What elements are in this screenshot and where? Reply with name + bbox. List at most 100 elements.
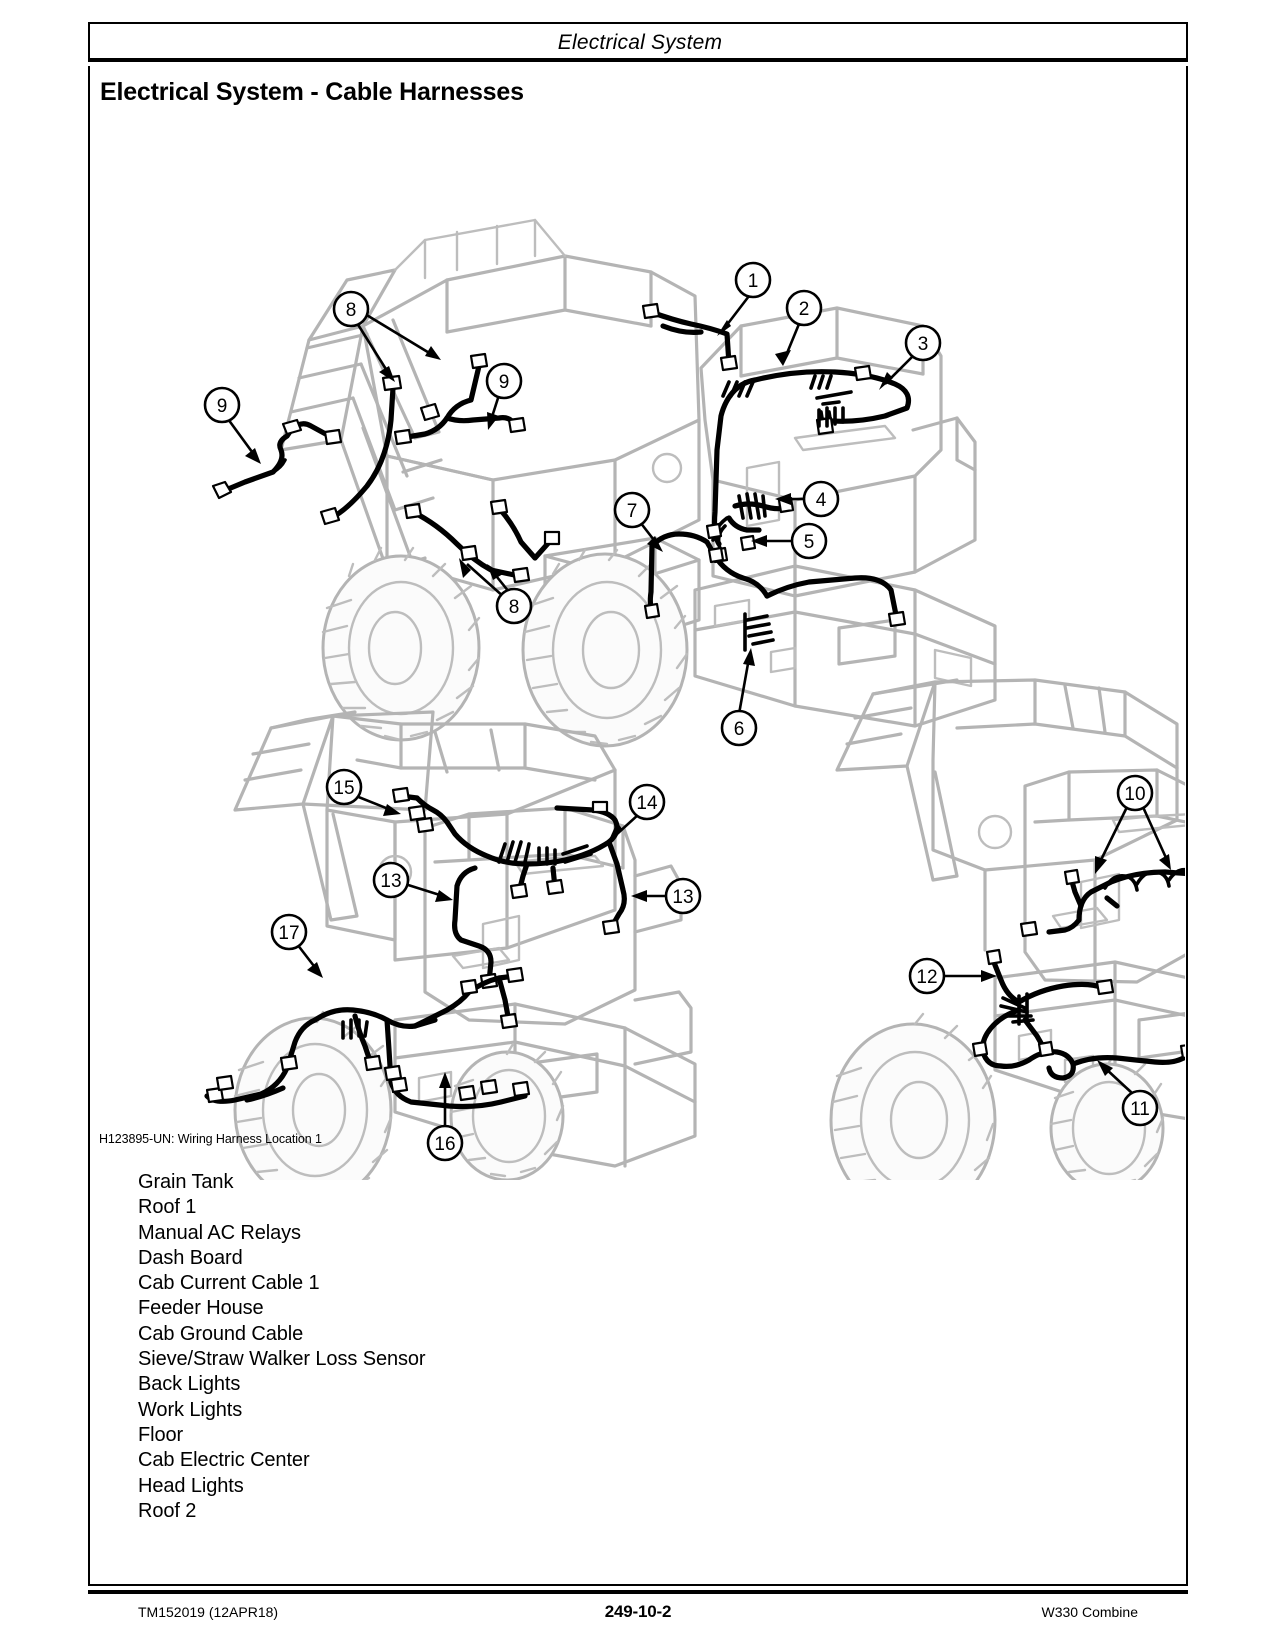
harness-14-15-roof2 [391, 786, 627, 936]
callout-number: 8 [346, 300, 357, 321]
combine-illustration-bottom-left [204, 710, 697, 1180]
harness-9-left [211, 418, 343, 500]
callout-number: 11 [1130, 1099, 1150, 1120]
drive-tire-center [521, 548, 689, 748]
br-tire-left [829, 1012, 997, 1180]
page-footer: TM152019 (12APR18) 249-10-2 W330 Combine [88, 1600, 1188, 1630]
harness-8-lower [403, 502, 531, 584]
callout-number: 14 [636, 793, 658, 814]
callout-bubble-16: 16 [426, 1124, 464, 1162]
callout-bubble-12: 12 [908, 957, 946, 995]
callout-circle [613, 491, 651, 529]
figure-caption: H123895-UN: Wiring Harness Location 1 [99, 1132, 322, 1146]
callout-bubble-17: 17 [270, 913, 308, 951]
harness-17-floor [204, 1007, 531, 1110]
legend-item: Cab Current Cable 1 [138, 1272, 320, 1295]
callout-circle [790, 522, 828, 560]
footer-divider-rule [88, 1590, 1188, 1594]
callout-number: 4 [816, 490, 827, 511]
footer-page-number: 249-10-2 [604, 1602, 672, 1621]
harness-8-ladder [319, 374, 403, 526]
callout-number: 1 [748, 271, 759, 292]
harness-4-5-relays [705, 492, 795, 564]
legend-item: Cab Ground Cable [138, 1322, 304, 1345]
callout-number: 2 [799, 299, 810, 320]
callout-number: 9 [499, 372, 510, 393]
harness-1-grain-tank [641, 302, 739, 372]
legend-item: Manual AC Relays [138, 1221, 301, 1244]
callout-bubble-6: 6 [720, 709, 758, 747]
callout-circle [664, 877, 702, 915]
harness-17-branches [412, 966, 525, 1030]
legend-item: Dash Board [138, 1246, 243, 1269]
callout-number: 6 [734, 719, 745, 740]
footer-model-name: W330 Combine [1041, 1604, 1139, 1620]
legend-item: Work Lights [138, 1398, 243, 1421]
callout-circle [495, 587, 533, 625]
harness-13-cab-electric [452, 865, 499, 990]
harness-12-11-dash [971, 948, 1185, 1081]
callout-number: 17 [278, 923, 299, 944]
callout-circle [785, 289, 823, 327]
callout-number: 3 [918, 334, 929, 355]
legend-item: Cab Electric Center [138, 1449, 310, 1472]
bl-tire-right [449, 1042, 565, 1180]
harness-10-lights [1019, 867, 1185, 938]
combine-illustration-top [211, 218, 997, 748]
harness-9-side [393, 352, 527, 446]
callout-circle [734, 261, 772, 299]
legend-item: Feeder House [138, 1297, 264, 1320]
legend-item: Back Lights [138, 1373, 241, 1396]
legend-item: Grain Tank [138, 1171, 234, 1193]
rear-tire-left [321, 546, 481, 742]
footer-document-number: TM152019 (12APR18) [138, 1604, 279, 1620]
callout-circle [1116, 774, 1154, 812]
callout-number: 13 [672, 887, 693, 908]
callout-bubble-3: 3 [904, 324, 942, 362]
callout-number: 12 [916, 967, 937, 988]
callout-circle [904, 324, 942, 362]
harness-8-right-lower [489, 498, 561, 561]
callout-bubble-14: 14 [628, 783, 666, 821]
callout-number: 16 [434, 1134, 455, 1155]
callout-circle [426, 1124, 464, 1162]
callout-circle [372, 861, 410, 899]
legend-item: Roof 1 [138, 1196, 197, 1219]
callout-circle [1121, 1089, 1159, 1127]
callout-bubble-9: 9 [203, 386, 241, 424]
callout-circle [802, 480, 840, 518]
callout-bubble-15: 15 [325, 768, 363, 806]
running-header: Electrical System [88, 22, 1188, 60]
callout-circle [332, 290, 370, 328]
callout-bubble-7: 7 [613, 491, 651, 529]
legend-item: Roof 2 [138, 1499, 197, 1522]
callout-leaders [226, 295, 1171, 1128]
callout-number: 10 [1124, 784, 1145, 805]
page-title: Electrical System - Cable Harnesses [100, 78, 524, 106]
callout-bubble-9: 9 [485, 362, 523, 400]
callout-circle [325, 768, 363, 806]
callout-circle [203, 386, 241, 424]
callout-number: 13 [380, 871, 401, 892]
callout-circle [485, 362, 523, 400]
callout-bubble-1: 1 [734, 261, 772, 299]
content-frame [88, 66, 1188, 1586]
callout-bubble-8: 8 [332, 290, 370, 328]
header-divider-rule [88, 58, 1188, 62]
callout-number: 9 [217, 396, 228, 417]
callout-bubble-13: 13 [372, 861, 410, 899]
callout-number: 7 [627, 501, 638, 522]
combine-illustration-bottom-right [829, 678, 1185, 1180]
legend-item: Floor [138, 1423, 184, 1446]
legend-item: Sieve/Straw Walker Loss Sensor [138, 1348, 426, 1371]
running-header-title: Electrical System [557, 31, 723, 54]
legend-item: Head Lights [138, 1474, 244, 1497]
callout-bubble-4: 4 [802, 480, 840, 518]
callout-circle [270, 913, 308, 951]
callout-number: 15 [333, 778, 354, 799]
harness-7-6-feeder [643, 531, 907, 652]
callout-circle [628, 783, 666, 821]
